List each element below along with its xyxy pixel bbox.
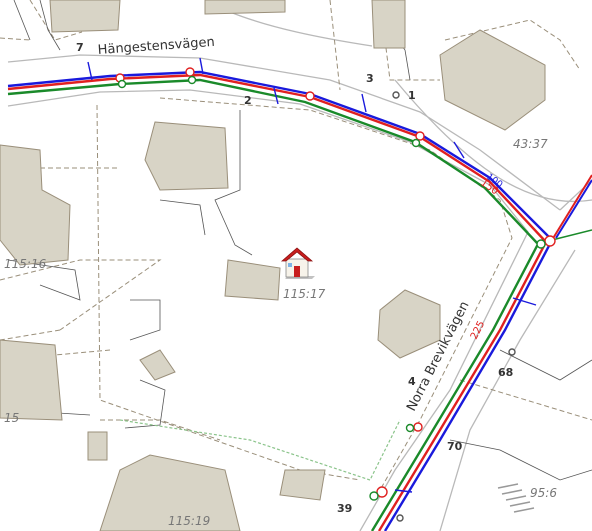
house-numbers: 7 2 3 1 68 70 39 4	[76, 41, 513, 515]
road-edges	[7, 11, 592, 531]
stairs-hatch	[497, 483, 535, 513]
house-number-7: 7	[76, 41, 84, 54]
parcel-label-115-16: 115:16	[4, 257, 47, 271]
house-number-3: 3	[366, 72, 374, 85]
parcel-label-115-17: 115:17	[283, 287, 326, 301]
parcel-label-15: 15	[4, 411, 19, 425]
house-icon[interactable]	[280, 247, 315, 279]
house-number-4: 4	[408, 375, 416, 388]
house-number-70: 70	[447, 440, 463, 453]
manholes	[115, 67, 556, 522]
buildings	[0, 0, 546, 531]
utility-pipes	[7, 70, 554, 531]
street-label-hangestensvagen: Hängestensvägen	[97, 35, 215, 58]
branch-pipe	[551, 174, 592, 241]
branch-pipe-2	[555, 179, 592, 239]
house-number-1: 1	[408, 89, 416, 102]
house-number-39: 39	[337, 502, 352, 515]
parcel-label-43-37: 43:37	[513, 137, 548, 151]
branch-pipe-3	[551, 229, 592, 241]
parcel-label-95-6: 95:6	[530, 486, 557, 500]
vegetation-boundary	[119, 419, 401, 481]
parcel-label-115-19: 115:19	[168, 514, 210, 528]
house-number-2: 2	[244, 94, 252, 107]
pipe-label-225: 225	[469, 319, 487, 341]
house-number-68: 68	[498, 366, 513, 379]
service-connections	[87, 57, 537, 493]
